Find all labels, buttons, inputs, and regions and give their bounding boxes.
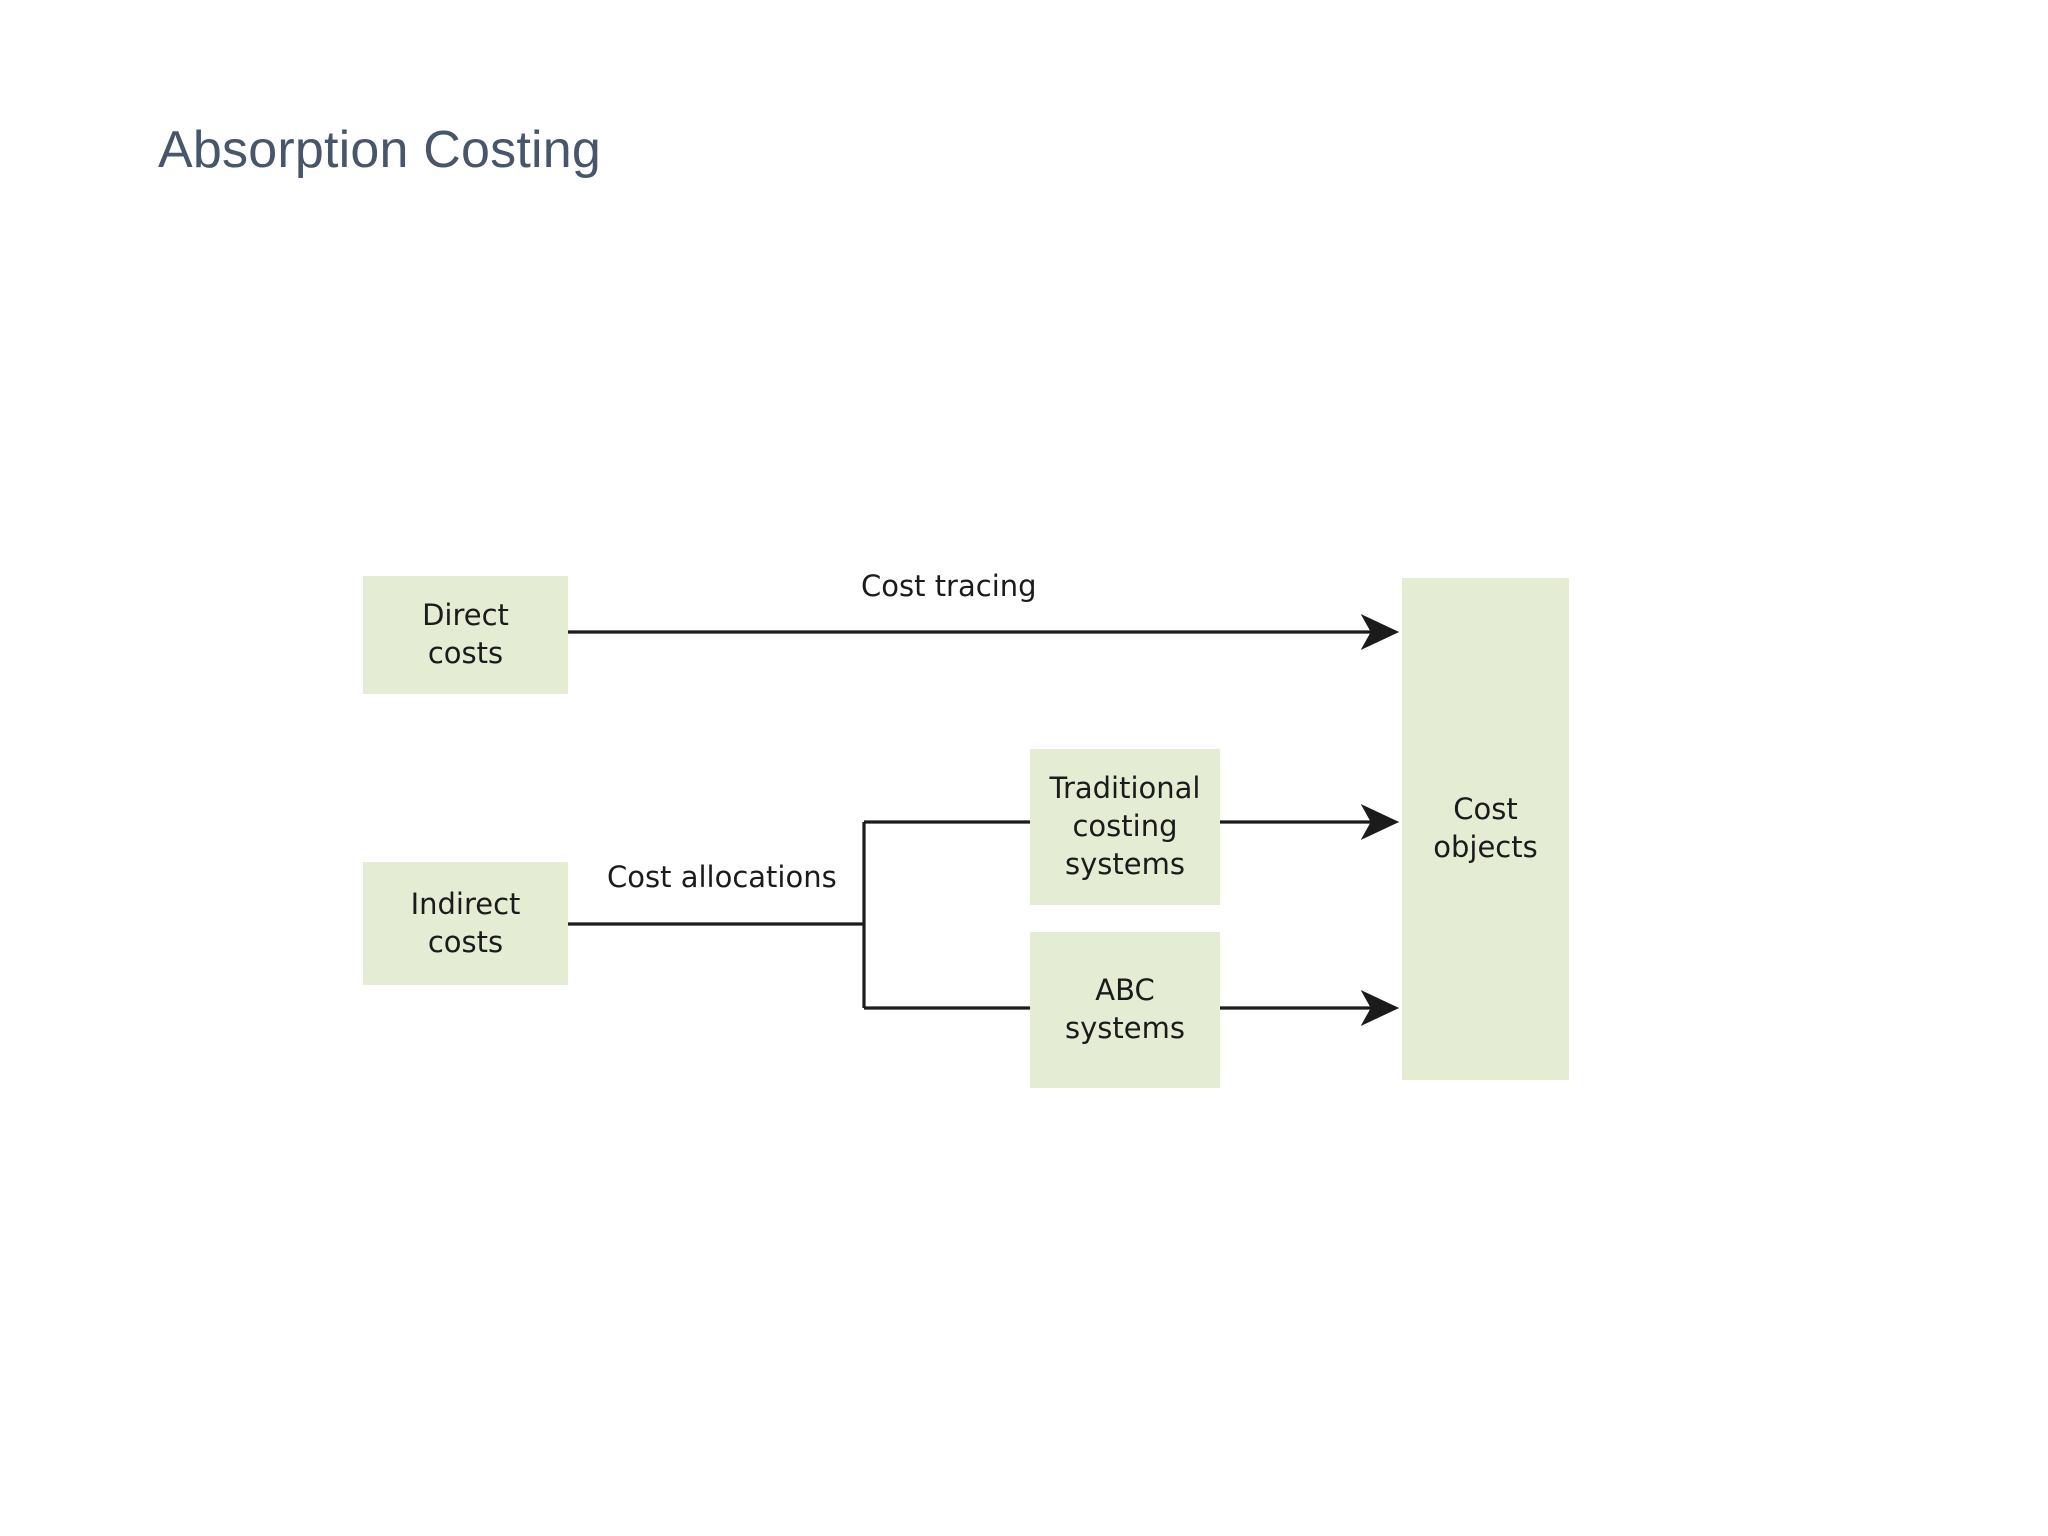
node-traditional-line1: Traditional [1049,771,1201,806]
node-indirect-costs[interactable]: Indirect costs [363,862,568,985]
node-traditional-line2: costing [1072,809,1178,844]
node-cost-objects-line2: objects [1433,830,1538,864]
node-abc-systems[interactable]: ABC systems [1030,932,1220,1088]
node-traditional-costing-systems[interactable]: Traditional costing systems [1030,749,1220,905]
node-direct-costs-line2: costs [427,636,504,670]
node-cost-objects-line1: Cost [1453,792,1518,827]
node-abc-line1: ABC [1095,973,1155,1008]
node-indirect-costs-line1: Indirect [410,886,521,921]
node-cost-objects[interactable]: Cost objects [1402,578,1569,1080]
edge-label-cost-tracing: Cost tracing [861,569,1037,603]
node-traditional-line3: systems [1065,846,1185,881]
node-abc-line2: systems [1065,1011,1185,1045]
node-indirect-costs-line2: costs [427,924,504,959]
page-title: Absorption Costing [158,121,601,179]
node-direct-costs-line1: Direct [422,598,509,633]
node-direct-costs[interactable]: Direct costs [363,576,568,694]
edge-label-cost-allocations: Cost allocations [607,860,837,894]
